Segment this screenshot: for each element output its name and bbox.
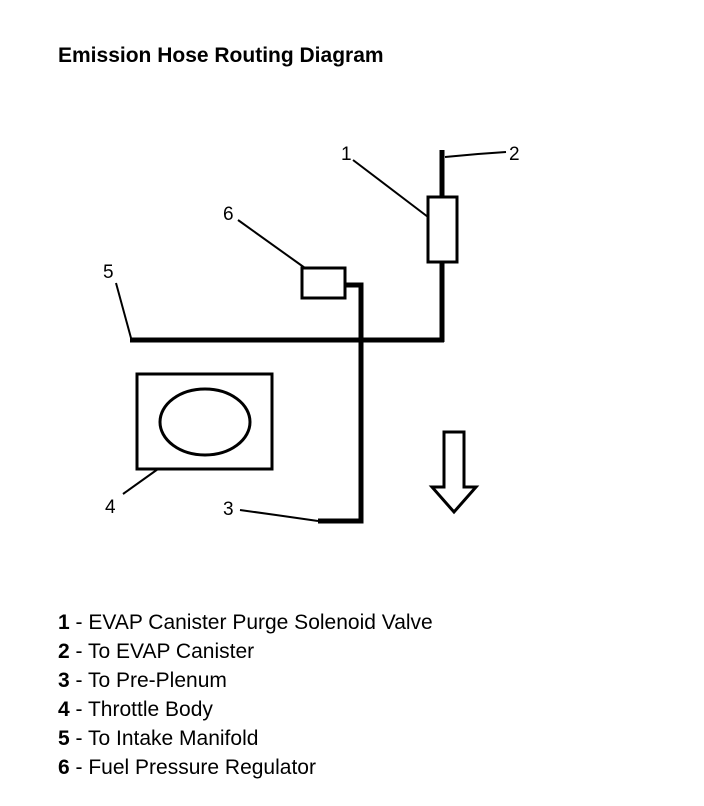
leader-line-2: [444, 151, 507, 158]
callout-2: 2: [509, 144, 520, 165]
legend-text: To EVAP Canister: [87, 640, 255, 663]
legend-number: 5: [58, 727, 70, 750]
legend-separator: -: [69, 698, 88, 721]
legend-item: 5 - To Intake Manifold: [58, 724, 433, 753]
pre-plenum-hose: [318, 282, 364, 524]
legend-number: 6: [58, 756, 70, 779]
legend-text: Fuel Pressure Regulator: [88, 756, 316, 779]
diagram-title: Emission Hose Routing Diagram: [58, 44, 384, 67]
legend-number: 4: [58, 698, 70, 721]
legend-item: 3 - To Pre-Plenum: [58, 666, 433, 695]
callout-5: 5: [103, 262, 114, 283]
legend-item: 4 - Throttle Body: [58, 695, 433, 724]
legend-number: 3: [58, 669, 70, 692]
legend-text: EVAP Canister Purge Solenoid Valve: [88, 611, 433, 634]
legend-separator: -: [69, 669, 88, 692]
legend-text: To Pre-Plenum: [87, 669, 227, 692]
leader-line-4: [122, 468, 159, 495]
hose-routing-diagram: 1 2 3 4 5 6: [103, 144, 520, 524]
leader-line-6: [237, 219, 306, 269]
legend-separator: -: [69, 640, 88, 663]
front-direction-arrow: [428, 430, 480, 515]
legend-text: To Intake Manifold: [87, 727, 259, 750]
legend-item: 1 - EVAP Canister Purge Solenoid Valve: [58, 608, 433, 637]
legend-text: Throttle Body: [87, 698, 213, 721]
callout-1: 1: [341, 144, 352, 165]
purge-solenoid-valve: [426, 195, 459, 264]
legend-number: 2: [58, 640, 70, 663]
leader-line-1: [352, 159, 429, 218]
legend-item: 6 - Fuel Pressure Regulator: [58, 753, 433, 782]
legend-number: 1: [58, 611, 70, 634]
legend-list: 1 - EVAP Canister Purge Solenoid Valve 2…: [58, 608, 433, 782]
legend-separator: -: [69, 727, 88, 750]
legend-separator: -: [69, 756, 89, 779]
legend-item: 2 - To EVAP Canister: [58, 637, 433, 666]
callout-4: 4: [105, 497, 116, 518]
callout-6: 6: [223, 204, 234, 225]
leader-line-5: [115, 282, 132, 339]
legend-separator: -: [69, 611, 89, 634]
leader-line-3: [239, 509, 319, 522]
throttle-bore: [158, 387, 252, 457]
fuel-pressure-regulator: [300, 266, 347, 300]
callout-3: 3: [223, 499, 234, 520]
